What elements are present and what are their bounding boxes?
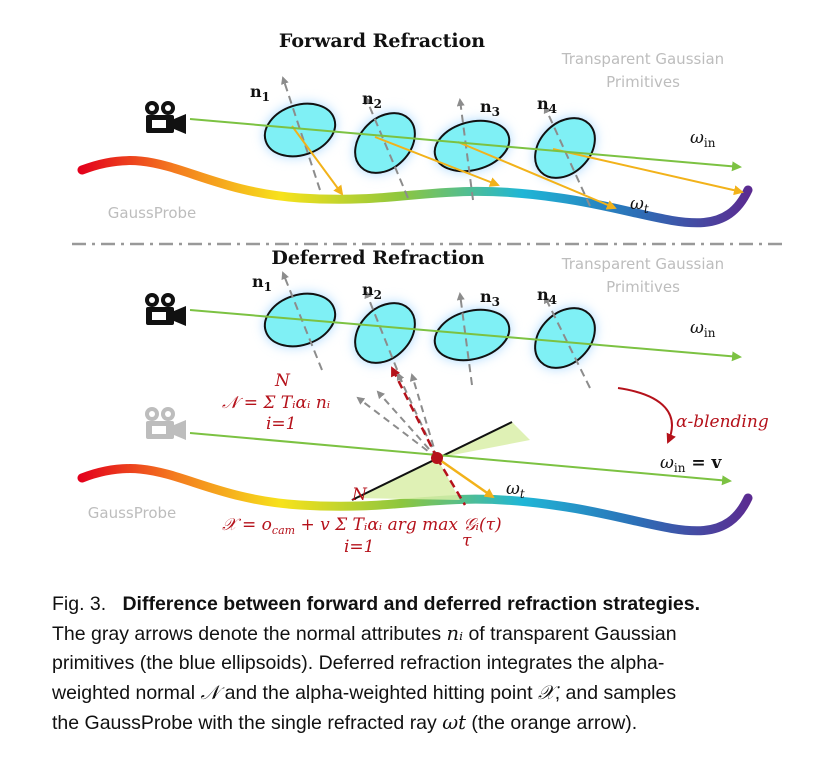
formula-x-tau: τ bbox=[462, 531, 472, 551]
caption-math-x: 𝒳 bbox=[537, 681, 555, 704]
refraction-cone bbox=[437, 422, 530, 458]
caption-text-3a: weighted normal bbox=[52, 682, 201, 704]
forward-refraction-panel: Forward Refraction Transparent Gaussian … bbox=[77, 30, 753, 228]
caption-line-4: the GaussProbe with the single refracted… bbox=[52, 708, 797, 738]
caption-heading: Difference between forward and deferred … bbox=[122, 593, 701, 615]
incident-ray-top bbox=[189, 118, 742, 172]
omega-t-label-top: ωt bbox=[630, 194, 649, 216]
normal-label-2-bottom: n2 bbox=[362, 280, 382, 302]
omega-in-v-label: ωin = v bbox=[660, 453, 723, 475]
alpha-blending-label: α-blending bbox=[676, 412, 769, 432]
alpha-blending-arrow bbox=[617, 387, 676, 444]
normal-label-4-bottom: n4 bbox=[537, 285, 557, 307]
refracted-rays-top bbox=[291, 125, 744, 210]
caption-line-1: The gray arrows denote the normal attrib… bbox=[52, 619, 797, 649]
camera-icon bbox=[145, 293, 186, 326]
deferred-refraction-panel: Deferred Refraction Transparent Gaussian… bbox=[77, 247, 769, 557]
deferred-title: Deferred Refraction bbox=[271, 247, 484, 269]
formula-x-lower-limit: i=1 bbox=[344, 537, 375, 557]
caption-line-3: weighted normal 𝒩 and the alpha-weighted… bbox=[52, 678, 797, 708]
caption-text-3b: and the alpha-weighted hitting point bbox=[219, 682, 538, 704]
gaussian-primitives-top bbox=[263, 102, 596, 179]
gaussprobe-curve-bottom bbox=[77, 464, 753, 536]
primitives-label-bottom-line2: Primitives bbox=[606, 278, 680, 296]
primitives-label-top-line2: Primitives bbox=[606, 73, 680, 91]
gaussprobe-curve bbox=[77, 156, 753, 228]
refraction-diagram: Forward Refraction Transparent Gaussian … bbox=[72, 30, 782, 557]
formula-n-lower-limit: i=1 bbox=[266, 414, 297, 434]
blended-normals bbox=[356, 372, 438, 459]
view-ray bbox=[189, 432, 732, 486]
hit-point bbox=[431, 452, 443, 464]
refraction-cone-lower bbox=[355, 458, 460, 500]
caption-text-1b: of transparent Gaussian bbox=[463, 623, 677, 645]
normal-arrows-top bbox=[281, 76, 591, 207]
gaussprobe-label-bottom: GaussProbe bbox=[88, 504, 177, 522]
formula-x: 𝒳 = ocam + v Σ Tᵢαᵢ arg max 𝒢ᵢ(τ) bbox=[222, 515, 502, 537]
gaussprobe-label-top: GaussProbe bbox=[108, 204, 197, 222]
ellipsoid-2-bottom bbox=[354, 302, 416, 364]
primitives-label-bottom-line1: Transparent Gaussian bbox=[561, 255, 724, 273]
caption-line-0: Fig. 3. Difference between forward and d… bbox=[52, 590, 797, 619]
caption-math-ni: nᵢ bbox=[446, 622, 464, 645]
normal-label-4-top: n4 bbox=[537, 94, 557, 116]
normal-label-1-top: n1 bbox=[250, 82, 270, 104]
normal-below-line bbox=[435, 457, 467, 506]
ellipsoid-4 bbox=[534, 117, 596, 179]
figure-caption: Fig. 3. Difference between forward and d… bbox=[52, 590, 797, 738]
caption-text-3c: , and samples bbox=[554, 682, 677, 704]
primitives-label-top-line1: Transparent Gaussian bbox=[561, 50, 724, 68]
fig-label: Fig. 3. bbox=[52, 593, 107, 615]
formula-x-upper-limit: N bbox=[351, 485, 368, 505]
normal-label-3-top: n3 bbox=[480, 97, 500, 119]
formula-n-upper-limit: N bbox=[274, 371, 291, 391]
caption-math-n: 𝒩 bbox=[200, 681, 220, 704]
omega-t-label-bottom: ωt bbox=[506, 479, 525, 501]
caption-text-4a: the GaussProbe with the single refracted… bbox=[52, 712, 443, 734]
caption-line-2: primitives (the blue ellipsoids). Deferr… bbox=[52, 652, 665, 674]
normal-label-1-bottom: n1 bbox=[252, 272, 272, 294]
normal-label-3-bottom: n3 bbox=[480, 287, 500, 309]
formula-n: 𝒩 = Σ Tᵢαᵢ nᵢ bbox=[222, 393, 330, 413]
blended-normal-arrow bbox=[390, 366, 439, 459]
incident-ray-bottom bbox=[189, 309, 742, 362]
camera-icon bbox=[145, 101, 186, 134]
ellipsoid-1 bbox=[263, 102, 337, 158]
normal-label-2-top: n2 bbox=[362, 89, 382, 111]
camera-ghost-icon bbox=[145, 407, 186, 440]
ellipsoid-3 bbox=[433, 119, 511, 173]
omega-in-label-top: ωin bbox=[690, 128, 716, 150]
caption-text-1: The gray arrows denote the normal attrib… bbox=[52, 623, 447, 645]
refracted-ray-bottom bbox=[436, 456, 495, 499]
omega-in-label-bottom: ωin bbox=[690, 318, 716, 340]
caption-text-4b: (the orange arrow). bbox=[465, 712, 638, 734]
forward-title: Forward Refraction bbox=[279, 30, 485, 52]
caption-math-omega: ωt bbox=[442, 711, 466, 734]
